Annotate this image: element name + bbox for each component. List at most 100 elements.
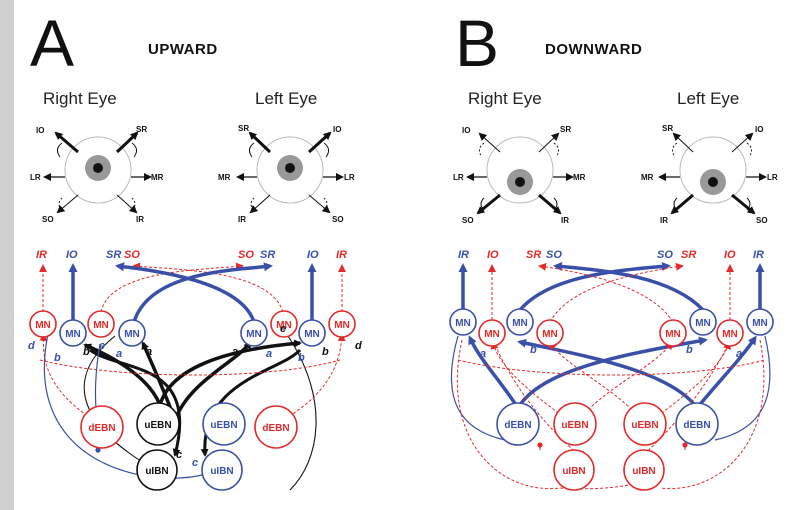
synapse-label: b bbox=[83, 346, 90, 358]
uebn-node: uEBN bbox=[623, 402, 667, 446]
muscle-ir-label: IR bbox=[336, 249, 347, 261]
synapse-label: b bbox=[54, 352, 61, 364]
muscle-so-label: SO bbox=[238, 249, 254, 261]
inhibitory-line bbox=[644, 341, 731, 426]
svg-text:MN: MN bbox=[484, 329, 500, 340]
synapse-label: e bbox=[99, 340, 105, 352]
so-arrow bbox=[476, 193, 501, 215]
muscle-sr-label: SR bbox=[136, 125, 147, 134]
direction-title: UPWARD bbox=[148, 41, 218, 58]
debn-node: dEBN bbox=[675, 402, 719, 446]
black-command bbox=[287, 335, 317, 491]
svg-text:dEBN: dEBN bbox=[262, 423, 289, 434]
mn-node: MN bbox=[87, 310, 115, 338]
blue-command bbox=[695, 335, 757, 410]
muscle-mr-label: MR bbox=[151, 173, 164, 182]
svg-text:MN: MN bbox=[455, 318, 471, 329]
synapse-label: a bbox=[266, 348, 272, 360]
muscle-so-label: SO bbox=[124, 249, 140, 261]
svg-text:MN: MN bbox=[722, 329, 738, 340]
svg-text:uEBN: uEBN bbox=[144, 420, 171, 431]
muscle-lr-label: LR bbox=[30, 173, 41, 182]
red-projection bbox=[549, 262, 684, 323]
svg-text:uEBN: uEBN bbox=[561, 420, 588, 431]
muscle-lr-label: LR bbox=[344, 173, 355, 182]
mn-node: MN bbox=[659, 319, 687, 347]
inhibitory-line bbox=[490, 341, 576, 426]
svg-text:uIBN: uIBN bbox=[145, 466, 168, 477]
svg-text:MN: MN bbox=[542, 329, 558, 340]
mn-node: MN bbox=[536, 319, 564, 347]
muscle-sr-label: SR bbox=[681, 249, 696, 261]
torsion-arc bbox=[248, 142, 255, 158]
svg-text:MN: MN bbox=[695, 318, 711, 329]
svg-text:dEBN: dEBN bbox=[88, 423, 115, 434]
muscle-ir-label: IR bbox=[36, 249, 47, 261]
sr-arrow bbox=[115, 131, 139, 154]
debn-node: dEBN bbox=[496, 402, 540, 446]
synapse-label: c bbox=[176, 449, 182, 461]
ir-arrow bbox=[670, 193, 694, 215]
synapse-labels: a b b a bbox=[480, 344, 742, 360]
torsion-arc bbox=[58, 197, 63, 211]
red-projection bbox=[132, 262, 284, 313]
muscle-ir-label: IR bbox=[561, 216, 569, 225]
torsion-arc bbox=[671, 142, 678, 158]
left-eye-diagram: Left Eye SR IO MR LR IR SO bbox=[641, 89, 778, 225]
torsion-arc bbox=[553, 197, 558, 211]
muscle-io-label: IO bbox=[307, 249, 319, 261]
muscle-so-label: SO bbox=[462, 216, 474, 225]
torsion-arc bbox=[131, 197, 136, 211]
muscle-lr-label: LR bbox=[767, 173, 778, 182]
io-arrow bbox=[478, 132, 501, 153]
muscle-mr-label: MR bbox=[641, 173, 654, 182]
inhibitory-line bbox=[659, 339, 765, 490]
muscle-label-row: IR IO SR SO SO SR IO IR bbox=[458, 249, 764, 261]
muscle-mr-label: MR bbox=[218, 173, 231, 182]
muscle-ir-label: IR bbox=[238, 215, 246, 224]
muscle-so-label: SO bbox=[42, 215, 54, 224]
mn-node: MN bbox=[298, 319, 326, 347]
svg-text:dEBN: dEBN bbox=[504, 420, 531, 431]
nodes: MN MN MN MN MN MN MN MN dEBN uEBN uEBN d… bbox=[449, 308, 774, 491]
right-eye-diagram: Right Eye IO SR LR MR SO IR bbox=[30, 89, 164, 224]
mn-node: MN bbox=[328, 310, 356, 338]
muscle-io-label: IO bbox=[462, 126, 470, 135]
svg-text:MN: MN bbox=[246, 329, 262, 340]
svg-text:MN: MN bbox=[512, 318, 528, 329]
eye-title: Left Eye bbox=[677, 89, 739, 108]
svg-text:MN: MN bbox=[334, 320, 350, 331]
so-arrow bbox=[731, 193, 756, 215]
torsion-arc bbox=[323, 142, 330, 158]
torsion-arc bbox=[746, 142, 753, 158]
muscle-io-label: IO bbox=[333, 125, 341, 134]
torsion-arc bbox=[56, 142, 63, 158]
muscle-ir-label: IR bbox=[458, 249, 469, 261]
muscle-ir-label: IR bbox=[136, 215, 144, 224]
inhibitory-line bbox=[548, 341, 646, 426]
blue-command bbox=[517, 338, 699, 410]
uibn-node: uIBN bbox=[553, 449, 595, 491]
uebn-node: uEBN bbox=[553, 402, 597, 446]
mn-node: MN bbox=[59, 319, 87, 347]
muscle-lr-label: LR bbox=[453, 173, 464, 182]
direction-title: DOWNWARD bbox=[545, 41, 642, 58]
torsion-arc bbox=[673, 197, 678, 211]
torsion-arc bbox=[746, 197, 751, 211]
uibn-node: uIBN bbox=[136, 449, 178, 491]
uibn-node: uIBN bbox=[201, 449, 243, 491]
svg-text:uIBN: uIBN bbox=[210, 466, 233, 477]
synapse-label: a bbox=[736, 348, 742, 360]
uebn-node: uEBN bbox=[136, 402, 180, 446]
black-command bbox=[173, 340, 252, 421]
synapse-labels: d b b e a a a a e b b d c c bbox=[28, 323, 362, 469]
muscle-ir-label: IR bbox=[660, 216, 668, 225]
sr-arrow bbox=[672, 132, 694, 153]
so-arrow bbox=[308, 194, 331, 214]
svg-text:MN: MN bbox=[35, 320, 51, 331]
inhibitory-line bbox=[39, 333, 101, 425]
muscle-sr-label: SR bbox=[662, 124, 673, 133]
synapse-label: a bbox=[146, 346, 152, 358]
blue-projection bbox=[132, 262, 273, 323]
